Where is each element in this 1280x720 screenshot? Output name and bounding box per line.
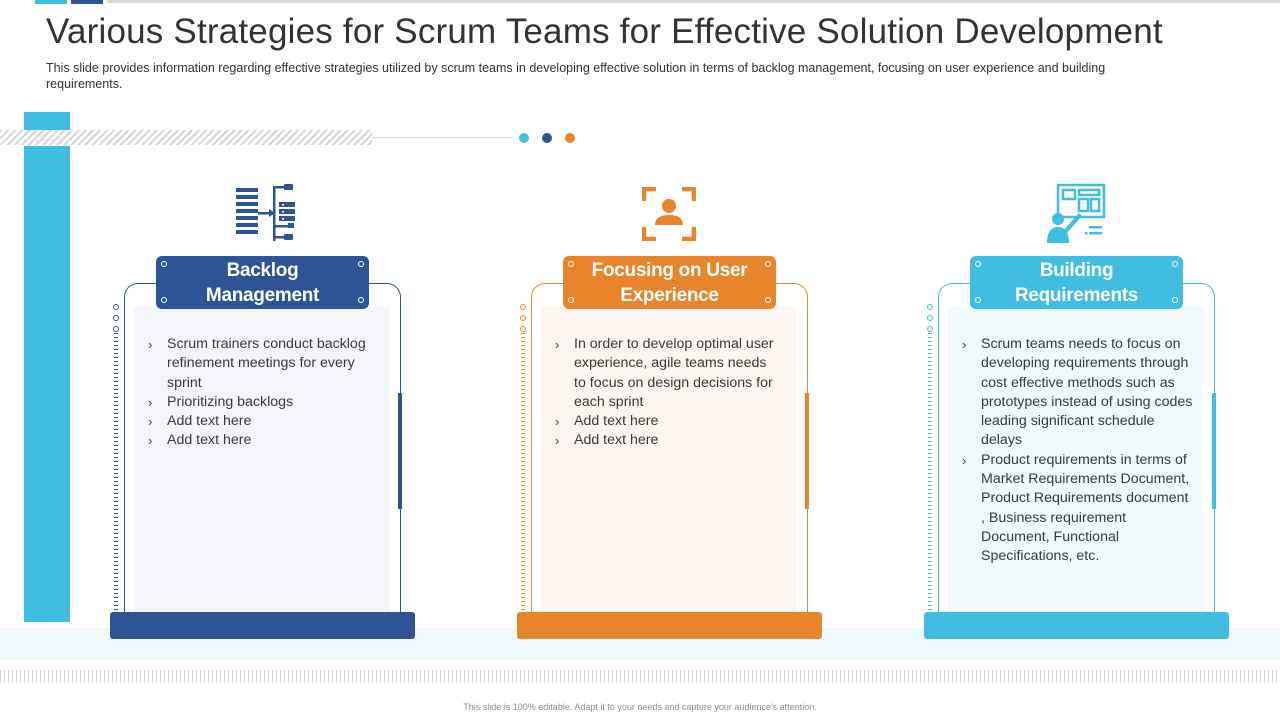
dot-orange	[565, 133, 575, 143]
card-bullet-list: ›Scrum teams needs to focus on developin…	[962, 335, 1194, 567]
backlog-list-icon	[236, 184, 295, 241]
card-tick-marks	[114, 333, 118, 611]
page-title: Various Strategies for Scrum Teams for E…	[46, 12, 1163, 51]
list-item: ›In order to develop optimal user experi…	[555, 336, 774, 410]
chevron-right-icon: ›	[148, 433, 153, 449]
card-rivet	[520, 326, 526, 332]
list-item: ›Add text here	[555, 412, 775, 431]
header-rivet	[358, 261, 364, 267]
header-rivet	[358, 297, 364, 303]
chevron-right-icon: ›	[555, 414, 560, 430]
card-title: Building Requirements	[1014, 259, 1139, 306]
card-rivet	[113, 315, 119, 321]
card-side-bar	[805, 393, 809, 509]
user-focus-icon	[642, 187, 696, 241]
card-bullet-list: ›Scrum trainers conduct backlog refineme…	[148, 335, 380, 451]
card-tick-marks	[928, 333, 932, 611]
header-rivet	[975, 297, 981, 303]
card-rivet	[113, 326, 119, 332]
card-tick-marks	[521, 333, 525, 611]
left-accent-bar-top	[24, 112, 70, 130]
card-panel	[134, 307, 389, 613]
list-item: ›Product requirements in terms of Market…	[962, 451, 1190, 565]
chevron-right-icon: ›	[555, 433, 560, 449]
presenter-board-icon	[1047, 183, 1106, 243]
footer-note: This slide is 100% editable. Adapt it to…	[463, 702, 817, 712]
header-rivet	[161, 297, 167, 303]
card-title-header: Focusing on User Experience	[563, 256, 776, 309]
list-item: ›Scrum trainers conduct backlog refineme…	[148, 336, 366, 391]
card-base	[110, 612, 415, 639]
divider-line	[372, 137, 512, 138]
top-accent-navy	[71, 0, 103, 4]
chevron-right-icon: ›	[962, 452, 967, 468]
header-rivet	[765, 297, 771, 303]
card-title-header: Building Requirements	[970, 256, 1183, 309]
card-rivet	[520, 304, 526, 310]
hatch-stripe	[0, 130, 372, 145]
list-item: ›Add text here	[148, 431, 380, 450]
card-rivet	[927, 326, 933, 332]
list-item: ›Add text here	[148, 412, 380, 431]
card-side-bar	[1212, 393, 1216, 509]
header-rivet	[765, 261, 771, 267]
page-subtitle: This slide provides information regardin…	[46, 61, 1106, 91]
header-rivet	[1172, 261, 1178, 267]
card-rivet	[927, 304, 933, 310]
card-rivet	[113, 304, 119, 310]
card-panel	[948, 307, 1203, 613]
chevron-right-icon: ›	[148, 414, 153, 430]
list-item: ›Prioritizing backlogs	[148, 393, 380, 412]
card-base	[924, 612, 1229, 639]
card-rivet	[927, 315, 933, 321]
header-rivet	[161, 261, 167, 267]
list-item: ›Scrum teams needs to focus on developin…	[962, 336, 1193, 449]
floor-hatch	[0, 670, 1280, 683]
card-title: Focusing on User Experience	[591, 259, 748, 306]
chevron-right-icon: ›	[148, 337, 153, 352]
card-panel	[541, 307, 796, 613]
card-base	[517, 612, 822, 639]
top-accent-line	[107, 0, 1280, 3]
card-side-bar	[398, 393, 402, 509]
dot-cyan	[519, 133, 529, 143]
card-rivet	[520, 315, 526, 321]
header-rivet	[975, 261, 981, 267]
card-bullet-list: ›In order to develop optimal user experi…	[555, 335, 775, 451]
dot-navy	[542, 133, 552, 143]
card-title: Backlog Management	[205, 259, 320, 306]
header-rivet	[568, 297, 574, 303]
chevron-right-icon: ›	[555, 337, 560, 352]
header-rivet	[568, 261, 574, 267]
card-title-header: Backlog Management	[156, 256, 369, 309]
header-rivet	[1172, 297, 1178, 303]
left-accent-bar	[24, 146, 70, 622]
chevron-right-icon: ›	[148, 394, 153, 410]
top-accent-cyan	[35, 0, 67, 4]
chevron-right-icon: ›	[962, 337, 967, 352]
list-item: ›Add text here	[555, 431, 775, 450]
